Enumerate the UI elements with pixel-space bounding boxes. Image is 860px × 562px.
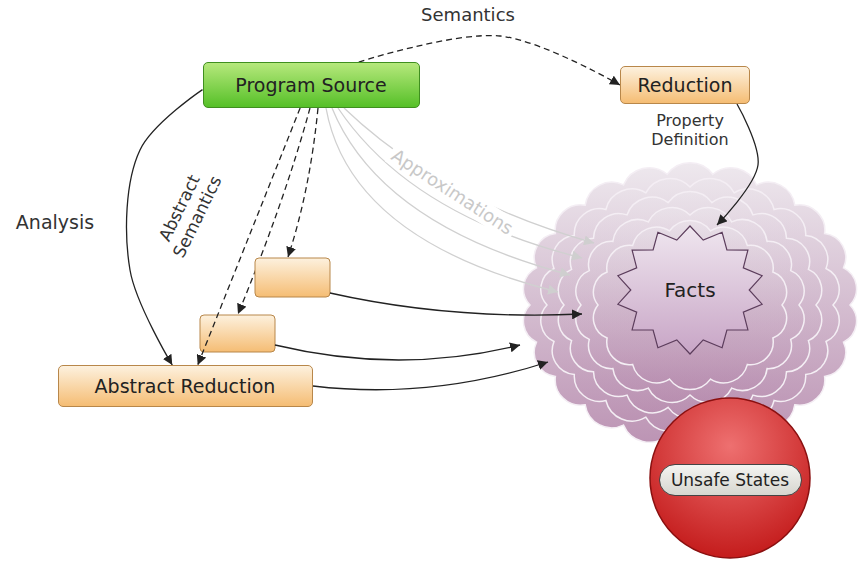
- node-label: Program Source: [235, 74, 386, 96]
- node-label: Facts: [664, 278, 715, 302]
- edge-label: Analysis: [14, 211, 96, 234]
- fact-cloud: [593, 220, 786, 389]
- approximation-arrows: [275, 293, 582, 390]
- approximation-arrow: [313, 362, 548, 390]
- program-box: Program Source: [203, 62, 420, 108]
- node-label: Abstract Reduction: [95, 375, 276, 397]
- fact-cloud: [541, 178, 839, 431]
- facts-star: Facts: [615, 225, 765, 355]
- reduction-box: Abstract Reduction: [58, 365, 313, 407]
- approximation-line: [326, 108, 558, 292]
- connector: [198, 108, 300, 365]
- star-shape: [618, 226, 762, 354]
- unsafe-region: [650, 398, 810, 558]
- fact-cloud: [558, 191, 821, 418]
- reduction-box: Reduction: [620, 66, 750, 104]
- edge-label: Property Definition: [643, 111, 737, 149]
- state-pill: Unsafe States: [659, 464, 802, 496]
- node-label: Unsafe States: [671, 470, 789, 490]
- fact-cloud: [576, 208, 804, 403]
- edge-label: Semantics: [419, 4, 517, 26]
- edge-label: Abstract Semantics: [148, 159, 228, 266]
- approximation-lines: [326, 108, 594, 292]
- fact-clouds: [523, 163, 856, 448]
- note-label: Approximations: [385, 143, 520, 241]
- approximation-line: [344, 108, 594, 243]
- abstract-reduction-box: [200, 315, 275, 352]
- fact-cloud: [523, 163, 856, 448]
- node-label: Reduction: [638, 74, 733, 96]
- approximation-line: [338, 108, 582, 258]
- abstract-reduction-box: [255, 258, 330, 297]
- approximation-line: [332, 108, 570, 275]
- approximation-arrow: [275, 345, 520, 360]
- approximation-arrow: [330, 293, 582, 315]
- abstract-semantics-line: [288, 108, 318, 257]
